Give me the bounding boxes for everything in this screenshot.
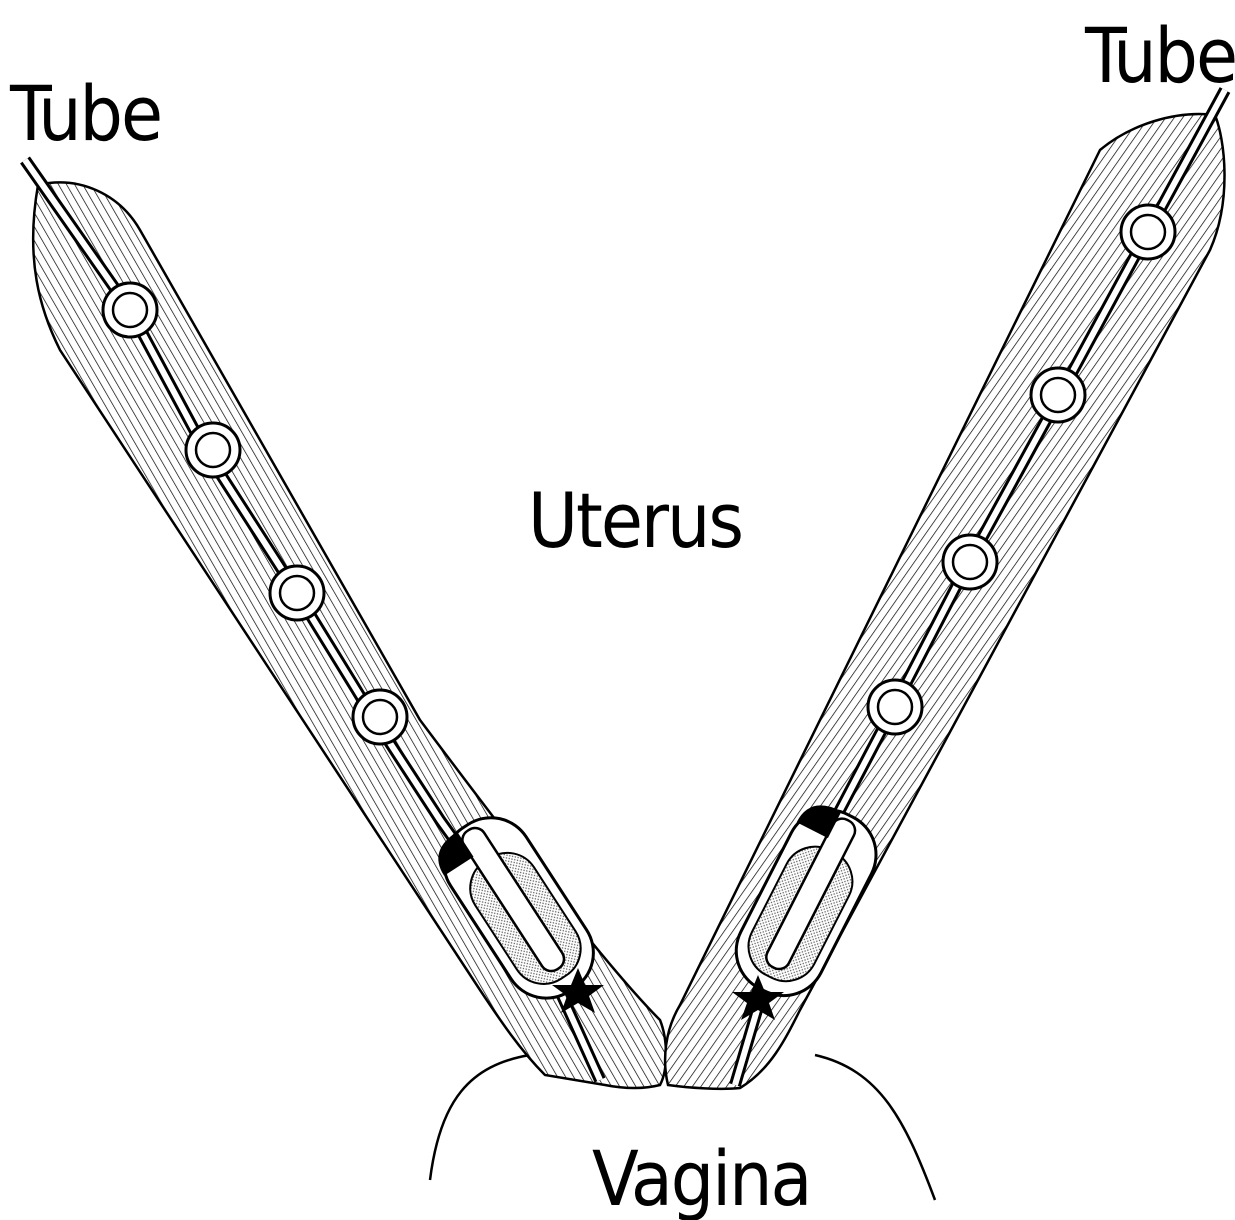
label-tube-right: Tube: [1084, 11, 1235, 100]
left-embryo-1: [103, 283, 157, 337]
right-uterine-horn: [665, 90, 1225, 1089]
label-tube-left: Tube: [9, 69, 161, 158]
left-embryo-3: [270, 566, 324, 620]
left-embryo-4: [353, 690, 407, 744]
right-embryo-4: [868, 680, 922, 734]
right-embryo-3: [943, 535, 997, 589]
label-vagina: Vagina: [592, 1134, 810, 1220]
right-embryo-2: [1031, 368, 1085, 422]
label-uterus: Uterus: [528, 476, 742, 565]
left-uterine-horn: [25, 160, 666, 1088]
left-embryo-2: [186, 423, 240, 477]
right-embryo-1: [1121, 205, 1175, 259]
